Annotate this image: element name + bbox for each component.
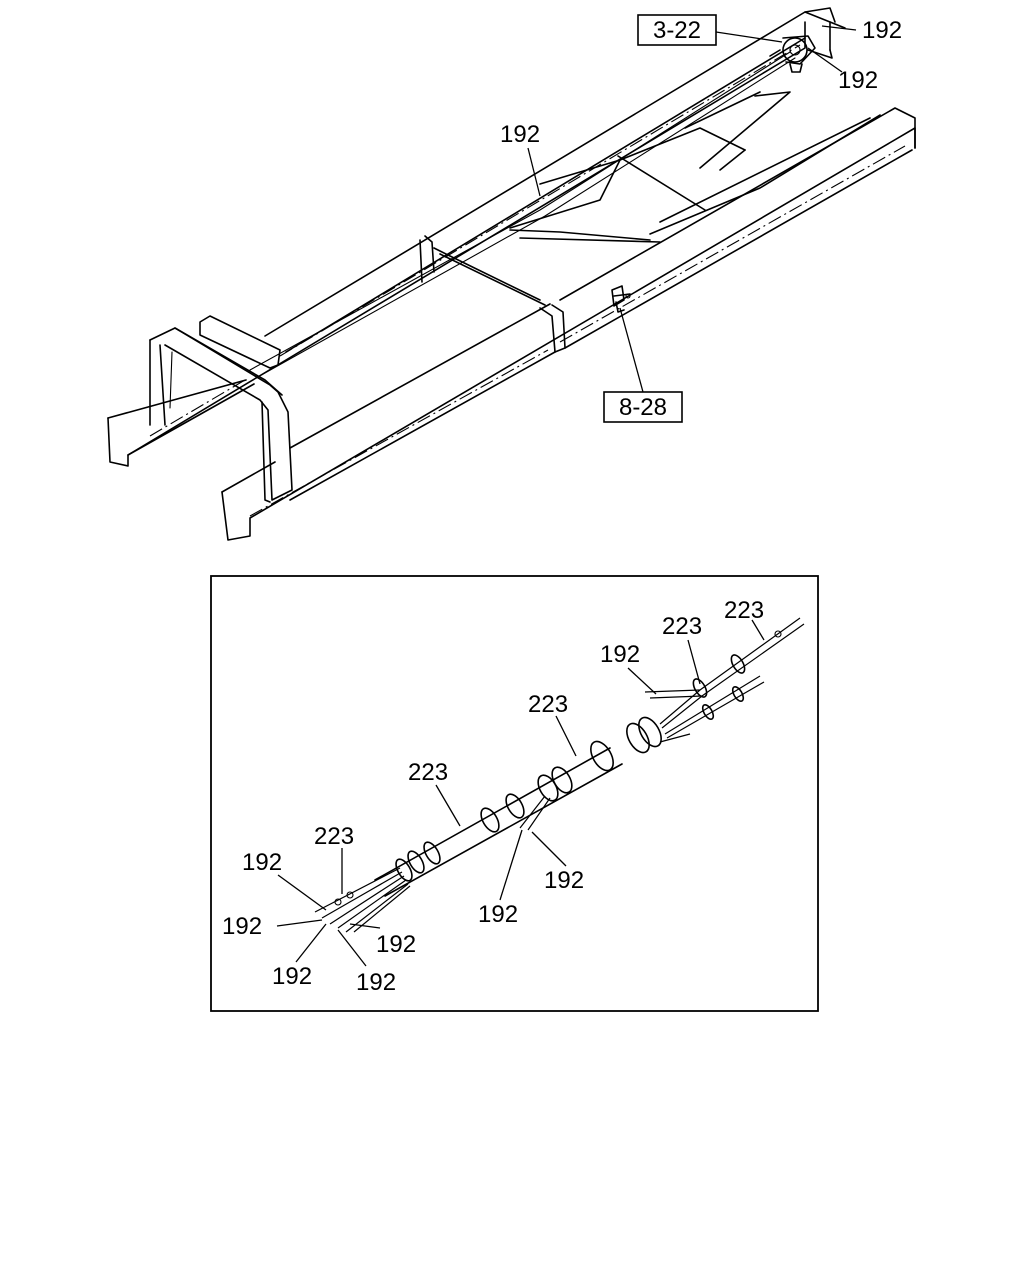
- part-label-192: 192: [838, 67, 878, 94]
- part-label-192: 192: [478, 901, 518, 928]
- part-label-192: 192: [222, 913, 262, 940]
- part-label-223: 223: [662, 613, 702, 640]
- ref-box-3-22: [637, 14, 717, 46]
- part-label-192: 192: [272, 963, 312, 990]
- part-label-192: 192: [862, 17, 902, 44]
- part-label-192: 192: [600, 641, 640, 668]
- left-wire-branches: [314, 867, 411, 933]
- part-label-223: 223: [408, 759, 448, 786]
- harness-detail-illustration: 192 192 192 192 192 223 223 223 223 223 …: [210, 575, 819, 1012]
- chassis-frame-illustration: 3-22 8-28 192 192 192: [107, 7, 916, 541]
- rear-connector: [769, 35, 816, 73]
- rail-clip: [611, 285, 631, 313]
- part-label-223: 223: [724, 597, 764, 624]
- right-wire-branches: [644, 617, 805, 743]
- part-label-223: 223: [314, 823, 354, 850]
- part-label-192: 192: [356, 969, 396, 996]
- part-label-192: 192: [376, 931, 416, 958]
- harness-bands: [395, 716, 662, 882]
- part-label-223: 223: [528, 691, 568, 718]
- ref-label-3-22: 3-22: [653, 17, 701, 44]
- part-label-192: 192: [500, 121, 540, 148]
- part-label-192: 192: [242, 849, 282, 876]
- ref-box-8-28: [603, 391, 683, 423]
- part-label-192: 192: [544, 867, 584, 894]
- detail-frame: [210, 575, 819, 1012]
- ref-label-8-28: 8-28: [619, 394, 667, 421]
